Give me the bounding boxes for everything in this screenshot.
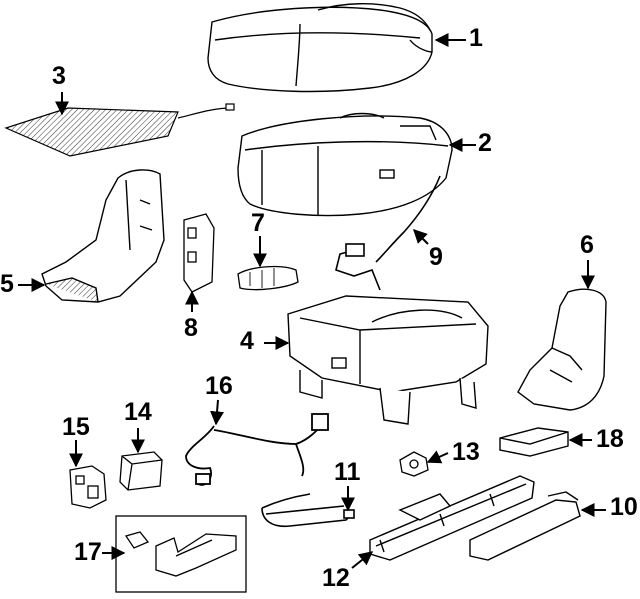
arrow-12	[351, 551, 374, 569]
part-2-seat-cushion-pad	[237, 112, 453, 217]
callout-5: 5	[0, 270, 14, 298]
callout-8: 8	[184, 314, 198, 342]
arrow-16	[210, 399, 225, 426]
callout-12: 12	[322, 564, 350, 592]
part-8-switch-bracket	[183, 213, 215, 293]
part-15-switch	[69, 465, 107, 509]
part-18-cover-plate	[499, 427, 569, 457]
arrow-13	[426, 450, 449, 464]
part-1-seat-cushion-cover	[207, 3, 433, 93]
part-4-seat-frame	[287, 295, 489, 425]
part-5-outer-side-shield	[41, 169, 165, 303]
callout-18: 18	[596, 425, 624, 453]
leader-arrows	[18, 33, 606, 569]
callout-7: 7	[251, 209, 265, 237]
part-3-heater-mat	[4, 103, 235, 157]
callout-11: 11	[334, 458, 361, 486]
arrow-9	[413, 229, 429, 245]
callout-15: 15	[62, 413, 90, 441]
callout-4: 4	[240, 327, 254, 355]
callout-9: 9	[429, 243, 443, 271]
part-11-release-rod	[261, 493, 355, 528]
part-16-wire-harness	[185, 413, 329, 486]
callout-16: 16	[205, 372, 233, 400]
part-6-inner-side-shield	[517, 288, 607, 411]
part-10-track-cover	[469, 491, 581, 561]
callout-2: 2	[478, 129, 492, 157]
part-7-switch-knob	[237, 265, 299, 291]
callout-10: 10	[610, 493, 638, 521]
callout-1: 1	[469, 24, 483, 52]
part-9-cable	[335, 175, 441, 291]
part-12-seat-track	[369, 475, 535, 561]
part-17-trim-kit	[115, 515, 247, 593]
callout-6: 6	[580, 231, 594, 259]
callout-14: 14	[124, 398, 152, 426]
callout-17: 17	[74, 538, 102, 566]
part-14-control-module	[119, 451, 163, 491]
callout-13: 13	[452, 438, 480, 466]
part-13-clip	[399, 451, 429, 477]
callout-3: 3	[52, 62, 66, 90]
